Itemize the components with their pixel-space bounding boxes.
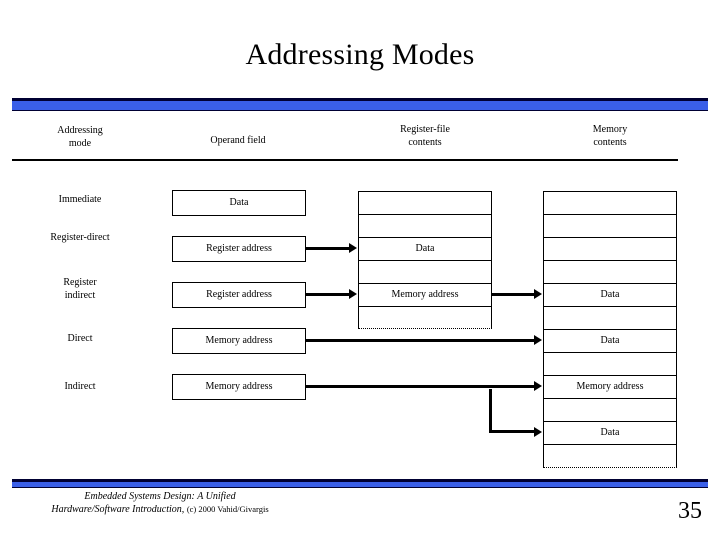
- accent-bar-top: [12, 98, 708, 111]
- memory-cell: [544, 215, 676, 238]
- operand-box-register-indirect: Register address: [172, 282, 306, 308]
- mode-label-register-indirect-line1: Register: [63, 277, 97, 288]
- connector-direct: [306, 339, 536, 342]
- register-file-cell: [359, 307, 491, 330]
- mode-label-direct: Direct: [5, 332, 155, 345]
- mode-label-register-direct: Register-direct: [5, 231, 155, 244]
- register-file-cell: Memory address: [359, 284, 491, 307]
- footer-attribution: Embedded Systems Design: A Unified Hardw…: [10, 490, 310, 516]
- column-header-memory-line1: Memory: [592, 124, 628, 135]
- mode-label-direct-line1: Direct: [67, 333, 93, 344]
- memory-cell: [544, 307, 676, 330]
- connector-regfile-to-memory: [492, 293, 536, 296]
- column-header-memory-line2: contents: [593, 137, 627, 148]
- memory-stack: Data Data Memory address Data: [543, 191, 677, 468]
- column-header-addressing-mode: Addressing mode: [20, 124, 140, 150]
- memory-cell: [544, 353, 676, 376]
- memory-cell: [544, 238, 676, 261]
- memory-cell: [544, 192, 676, 215]
- connector-indirect-first: [306, 385, 536, 388]
- mode-label-register-direct-line1: Register-direct: [50, 232, 110, 243]
- connector-register-indirect: [306, 293, 350, 296]
- mode-label-immediate: Immediate: [5, 193, 155, 206]
- arrowhead-register-indirect: [349, 289, 357, 299]
- header-divider: [12, 159, 678, 161]
- connector-indirect-second-vertical: [489, 389, 492, 433]
- column-header-memory-contents: Memory contents: [550, 123, 670, 149]
- memory-cell: [544, 399, 676, 422]
- footer-line-2: Hardware/Software Introduction, (c) 2000…: [10, 503, 310, 516]
- mode-label-register-indirect: Register indirect: [5, 276, 155, 302]
- column-header-register-file-line2: contents: [408, 137, 442, 148]
- mode-label-register-indirect-line2: indirect: [64, 290, 96, 301]
- mode-label-immediate-line1: Immediate: [58, 194, 102, 205]
- column-header-operand-field-line1: Operand field: [210, 135, 266, 146]
- column-header-register-file-contents: Register-file contents: [365, 123, 485, 149]
- arrowhead-regfile-to-memory: [534, 289, 542, 299]
- memory-cell: Memory address: [544, 376, 676, 399]
- connector-register-direct: [306, 247, 350, 250]
- memory-cell: Data: [544, 330, 676, 353]
- memory-cell: [544, 445, 676, 468]
- register-file-cell: [359, 192, 491, 215]
- arrowhead-direct: [534, 335, 542, 345]
- operand-box-register-direct: Register address: [172, 236, 306, 262]
- footer-copyright: (c) 2000 Vahid/Givargis: [186, 504, 269, 514]
- accent-bar-bottom: [12, 479, 708, 488]
- mode-label-indirect: Indirect: [5, 380, 155, 393]
- register-file-cell: [359, 215, 491, 238]
- page-title: Addressing Modes: [245, 38, 475, 71]
- footer-line-1: Embedded Systems Design: A Unified: [84, 491, 236, 502]
- memory-cell: Data: [544, 422, 676, 445]
- register-file-cell: Data: [359, 238, 491, 261]
- arrowhead-indirect-second: [534, 427, 542, 437]
- column-header-addressing-mode-line2: mode: [68, 138, 92, 149]
- memory-cell: [544, 261, 676, 284]
- column-header-addressing-mode-line1: Addressing: [57, 125, 103, 136]
- column-header-register-file-line1: Register-file: [400, 124, 450, 135]
- arrowhead-indirect-first: [534, 381, 542, 391]
- memory-cell: Data: [544, 284, 676, 307]
- operand-box-direct: Memory address: [172, 328, 306, 354]
- connector-indirect-second-horizontal: [489, 430, 536, 433]
- page-number: 35: [678, 498, 702, 524]
- register-file-cell: [359, 261, 491, 284]
- column-header-operand-field: Operand field: [178, 134, 298, 147]
- operand-box-immediate: Data: [172, 190, 306, 216]
- arrowhead-register-direct: [349, 243, 357, 253]
- operand-box-indirect: Memory address: [172, 374, 306, 400]
- footer-line-2-title: Hardware/Software Introduction,: [51, 504, 185, 515]
- mode-label-indirect-line1: Indirect: [64, 381, 96, 392]
- register-file-stack: Data Memory address: [358, 191, 492, 329]
